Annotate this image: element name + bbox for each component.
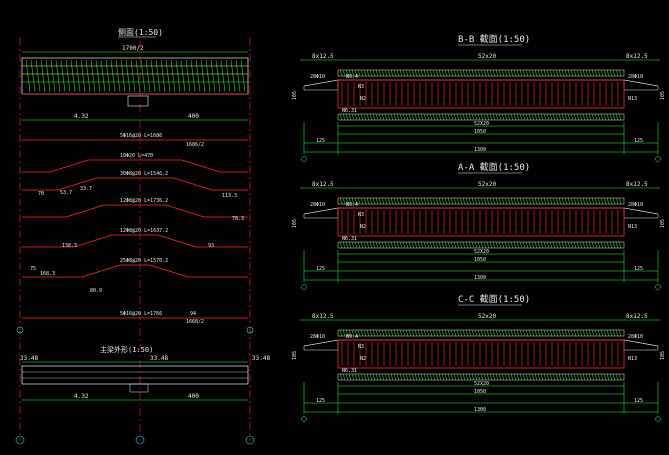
left-bottom-title: 主梁外形(1:50) [100, 345, 153, 354]
bar-row: 30Φ8@20 L=1546.2 [22, 171, 248, 191]
dim-side-left: 125 [316, 398, 325, 404]
bottom-width-432: 4.32 [74, 393, 89, 400]
right-tag: 8x12.5 [626, 181, 648, 188]
dim-total: 1300 [474, 275, 486, 281]
dim-mid: 1050 [474, 129, 486, 135]
left-tag: 8x12.5 [312, 181, 334, 188]
bar-label: 25Φ8@20 L=1570.2 [120, 258, 168, 264]
left-tag: 8x12.5 [312, 53, 334, 60]
small-dim: 138.3 [62, 243, 77, 249]
left-title: 侧面(1:50) [118, 27, 163, 37]
bottom-dim-mid: 33.48 [150, 355, 168, 362]
bar-label: 5Φ16@20 L=1766 [120, 311, 162, 317]
label-c: N13 [628, 224, 637, 230]
bottom-width-400: 400 [188, 393, 199, 400]
bar-label: 10Φ20 L=470 [120, 153, 153, 159]
bar-row: 25Φ8@20 L=1570.2 [22, 258, 248, 278]
mid-label: N9.4 [346, 74, 358, 80]
bottom-dim-right: 33.48 [252, 355, 270, 362]
phi-left: 28Φ10 [310, 334, 325, 340]
dim-mid: 1050 [474, 389, 486, 395]
height-left: 105 [292, 351, 298, 360]
mid-tag: 52x20 [478, 181, 496, 188]
mid-label: N9.4 [346, 202, 358, 208]
dim-side-right: 125 [634, 266, 643, 272]
bar-row: 12Φ8@20 L=1637.2 [22, 228, 248, 248]
height-left: 105 [292, 219, 298, 228]
mid-tag: 52x20 [478, 313, 496, 320]
small-dim: 75 [30, 266, 36, 272]
left-top-dim: 1700/2 [122, 45, 144, 52]
dim-total: 1300 [474, 407, 486, 413]
small-dim: 78.3 [232, 216, 244, 222]
right-tag: 8x12.5 [626, 53, 648, 60]
small-dim: 70 [38, 191, 44, 197]
phi-right: 28Φ10 [628, 202, 643, 208]
label-c: N13 [628, 96, 637, 102]
label-b: N2 [360, 96, 366, 102]
section-title: B-B 截面(1:50) [458, 33, 530, 45]
small-dim: 80.9 [90, 288, 102, 294]
mid-tag: 52x20 [478, 53, 496, 60]
height-left: 105 [292, 91, 298, 100]
left-width-432: 4.32 [74, 113, 89, 120]
bar-row: 10Φ20 L=470 [22, 153, 248, 173]
small-dim: 113.3 [222, 193, 237, 199]
height-right: 105 [660, 91, 666, 100]
height-right: 105 [660, 351, 666, 360]
small-dim: 33.7 [80, 186, 92, 192]
dim-inner: 52X20 [474, 121, 489, 127]
right-annotation: 1668/2 [186, 319, 204, 325]
left-tag: 8x12.5 [312, 313, 334, 320]
right-annotation: 1686/2 [186, 142, 204, 148]
dim-inner: 52X20 [474, 381, 489, 387]
bar-label: 12Φ8@20 L=1736.2 [120, 198, 168, 204]
bar-row: 12Φ8@20 L=1736.2 [22, 198, 248, 218]
bar-row: 5Φ16@20 L=1686 [22, 133, 248, 141]
label-a: N3 [358, 84, 364, 90]
mid-label: N9.4 [346, 334, 358, 340]
bottom-dim-left: 33.48 [20, 355, 38, 362]
height-right: 105 [660, 219, 666, 228]
bar-label: 30Φ8@20 L=1546.2 [120, 171, 168, 177]
dim-mid: 1050 [474, 257, 486, 263]
dim-side-left: 125 [316, 266, 325, 272]
label-b: N2 [360, 356, 366, 362]
bot-label: N6.31 [342, 368, 357, 374]
bot-label: N6.31 [342, 108, 357, 114]
left-elevation: 侧面(1:50) 1700/2 4.32 400 5Φ16@20 L=1686 1… [15, 27, 270, 445]
section-title: A-A 截面(1:50) [458, 161, 530, 173]
label-a: N3 [358, 212, 364, 218]
small-dim: 94 [190, 311, 196, 317]
small-dim: 53.7 [60, 190, 72, 196]
dim-side-right: 125 [634, 398, 643, 404]
label-a: N3 [358, 344, 364, 350]
bar-label: 5Φ16@20 L=1686 [120, 133, 162, 139]
dim-side-right: 125 [634, 138, 643, 144]
section-title: C-C 截面(1:50) [458, 293, 530, 305]
label-b: N2 [360, 224, 366, 230]
phi-right: 28Φ10 [628, 74, 643, 80]
dim-side-left: 125 [316, 138, 325, 144]
dim-total: 1300 [474, 147, 486, 153]
bar-row: 5Φ16@20 L=1766 [22, 311, 248, 319]
bar-label: 12Φ8@20 L=1637.2 [120, 228, 168, 234]
phi-left: 28Φ10 [310, 74, 325, 80]
bot-label: N6.31 [342, 236, 357, 242]
dim-inner: 52X20 [474, 249, 489, 255]
phi-left: 28Φ10 [310, 202, 325, 208]
phi-right: 28Φ10 [628, 334, 643, 340]
small-dim: 168.3 [40, 271, 55, 277]
right-tag: 8x12.5 [626, 313, 648, 320]
label-c: N13 [628, 356, 637, 362]
small-dim: 93 [208, 243, 214, 249]
left-width-400: 400 [188, 113, 199, 120]
